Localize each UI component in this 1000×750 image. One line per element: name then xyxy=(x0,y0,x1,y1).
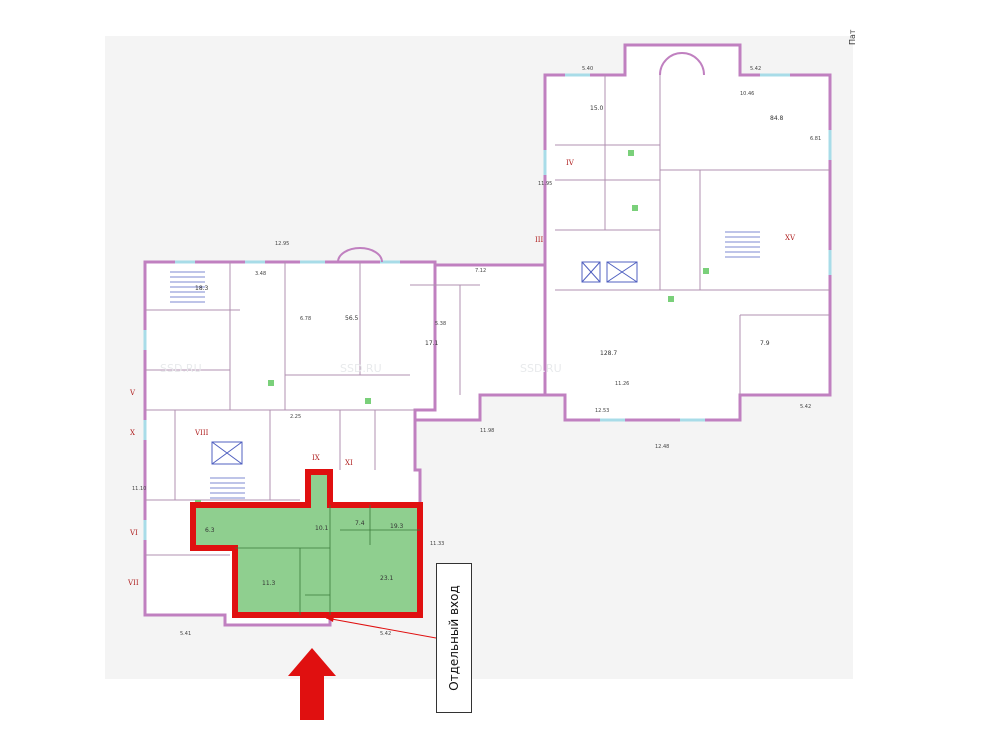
axis-label: XI xyxy=(345,459,353,467)
axis-label: VIII xyxy=(194,429,209,437)
room-number: 18.3 xyxy=(195,285,209,292)
dimension-label: 12.95 xyxy=(275,241,289,247)
room-number: 23.1 xyxy=(380,575,394,582)
room-number: 11.3 xyxy=(262,580,276,587)
interior-walls xyxy=(145,75,830,556)
dimension-label: 5.42 xyxy=(800,404,811,410)
entrance-arrow xyxy=(288,648,336,720)
bay-arc-top xyxy=(659,52,705,76)
room-number: 17.1 xyxy=(425,340,439,347)
dimension-label: 11.98 xyxy=(480,428,494,434)
dimension-label: 7.12 xyxy=(475,268,486,274)
highlighted-area xyxy=(190,469,423,618)
dimension-label: 5.42 xyxy=(750,66,761,72)
room-number: 15.0 xyxy=(590,105,604,112)
room-number: 56.5 xyxy=(345,315,359,322)
highlighted-area-partitions xyxy=(235,505,420,615)
watermark: SSD.RU xyxy=(160,362,202,375)
watermark: SSD.RU xyxy=(520,362,562,375)
axis-label: IV xyxy=(566,159,575,167)
dimension-label: 5.41 xyxy=(180,631,191,637)
dimension-label: 3.48 xyxy=(255,271,266,277)
axis-label: X xyxy=(130,429,135,437)
dimension-label: 12.53 xyxy=(595,408,609,414)
dimension-label: 11.26 xyxy=(615,381,629,387)
dimension-label: 11.33 xyxy=(430,541,444,547)
entrance-label: Отдельный вход xyxy=(447,585,461,691)
dimension-label: 11.10 xyxy=(132,486,146,492)
dimension-label: 6.81 xyxy=(810,136,821,142)
dimension-label: 10.46 xyxy=(740,91,754,97)
dimension-label: 5.38 xyxy=(435,321,446,327)
axis-label: III xyxy=(535,236,544,244)
dimension-label: 12.48 xyxy=(655,444,669,450)
room-number: 84.8 xyxy=(770,115,784,122)
dimension-label: 5.42 xyxy=(380,631,391,637)
dimension-label: 2.25 xyxy=(290,414,301,420)
bay-arc-left xyxy=(337,247,383,263)
dimension-label: 11.95 xyxy=(538,181,552,187)
axis-label: VI xyxy=(129,529,138,537)
corner-label: Пат xyxy=(848,29,857,45)
axis-label: VII xyxy=(127,579,139,587)
room-number: 6.3 xyxy=(205,527,215,534)
callout-pointer-head xyxy=(326,616,334,622)
room-number: 128.7 xyxy=(600,350,617,357)
room-number: 7.4 xyxy=(355,520,365,527)
callout-pointer xyxy=(325,617,437,639)
watermark: SSD.RU xyxy=(340,362,382,375)
room-number: 7.9 xyxy=(760,340,770,347)
axis-label: IX xyxy=(312,454,320,462)
elevator-shafts xyxy=(211,261,638,465)
stairs-right xyxy=(725,231,760,258)
dimension-label: 5.40 xyxy=(582,66,593,72)
room-number: 19.3 xyxy=(390,523,404,530)
axis-label: XV xyxy=(785,234,796,242)
entrance-callout: Отдельный вход xyxy=(436,563,472,713)
stairs-left xyxy=(170,271,205,303)
axis-label: V xyxy=(129,389,136,397)
dimension-label: 6.78 xyxy=(300,316,311,322)
room-number: 10.1 xyxy=(315,525,329,532)
